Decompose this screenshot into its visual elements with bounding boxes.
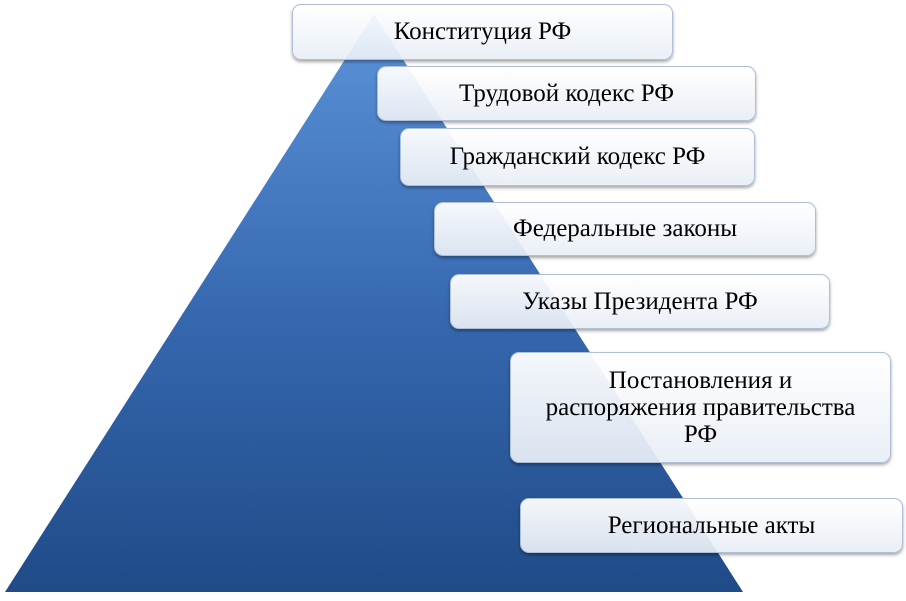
level-government-resolutions: Постановления и распоряжения правительст… bbox=[510, 352, 891, 463]
level-label: Постановления и распоряжения правительст… bbox=[545, 367, 856, 448]
level-label: Конституция РФ bbox=[393, 18, 572, 45]
level-label: Указы Президента РФ bbox=[522, 287, 758, 315]
level-regional-acts: Региональные акты bbox=[520, 498, 903, 553]
level-label: Трудовой кодекс РФ bbox=[459, 79, 674, 107]
level-label: Федеральные законы bbox=[512, 215, 738, 242]
level-presidential-decrees: Указы Президента РФ bbox=[450, 274, 830, 329]
level-label: Гражданский кодекс РФ bbox=[449, 143, 706, 170]
level-labor-code: Трудовой кодекс РФ bbox=[377, 66, 756, 121]
level-constitution: Конституция РФ bbox=[292, 4, 673, 60]
level-civil-code: Гражданский кодекс РФ bbox=[400, 128, 755, 186]
level-federal-laws: Федеральные законы bbox=[434, 202, 816, 256]
level-label: Региональные акты bbox=[607, 511, 816, 539]
